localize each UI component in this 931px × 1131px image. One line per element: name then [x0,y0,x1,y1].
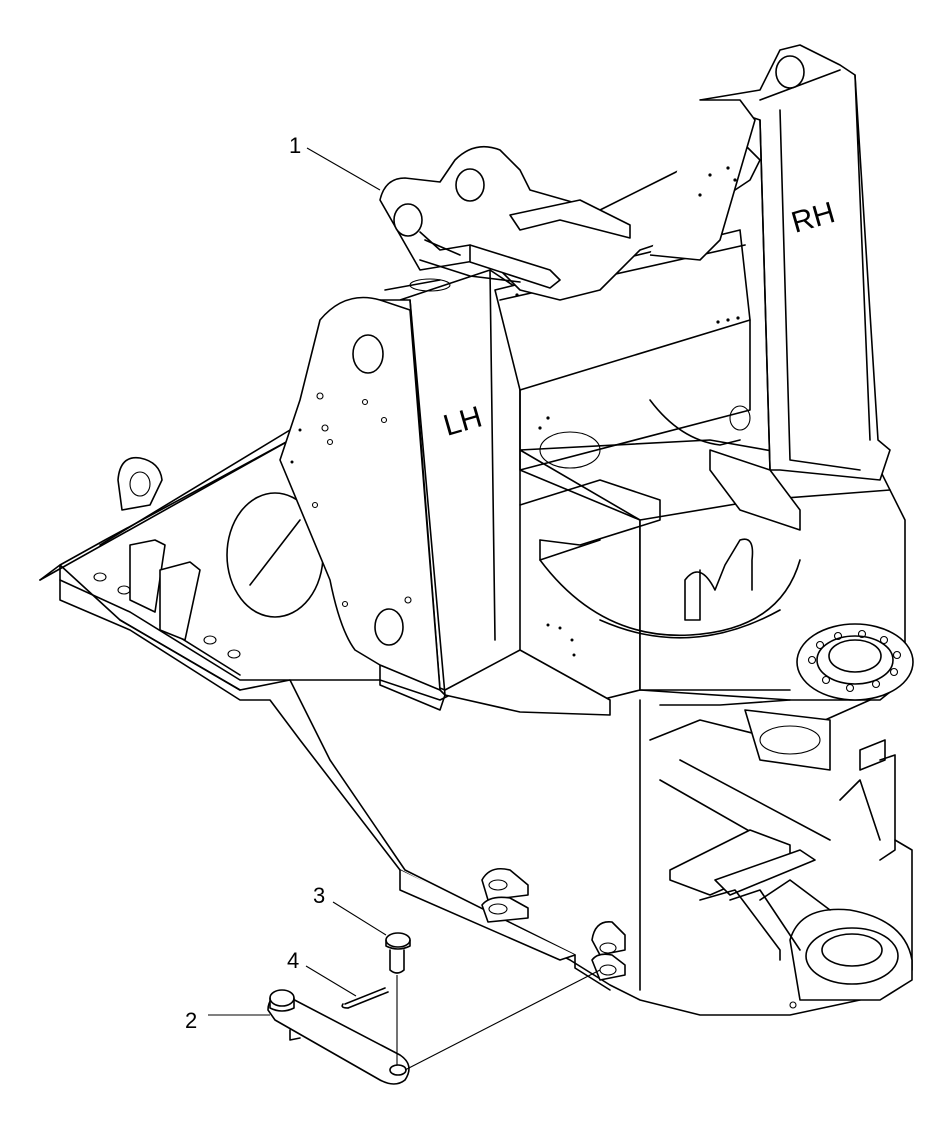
rear-structure [519,439,914,1009]
link-bar-part-2 [267,969,601,1085]
leader-4 [305,965,357,997]
callout-leaders [208,147,387,1016]
lower-lugs [399,867,626,981]
callout-2-label: 2 [185,1008,197,1033]
callout-1-label: 1 [289,133,301,158]
leader-1 [306,147,381,191]
leader-3 [332,901,387,936]
left-tower [279,269,611,716]
callout-3-label: 3 [313,883,325,908]
callout-4-label: 4 [287,948,299,973]
pin-part-3 [385,932,411,1065]
right-tower [519,44,891,621]
cotter-pin-part-4 [341,987,389,1009]
cross-beam [379,126,761,471]
